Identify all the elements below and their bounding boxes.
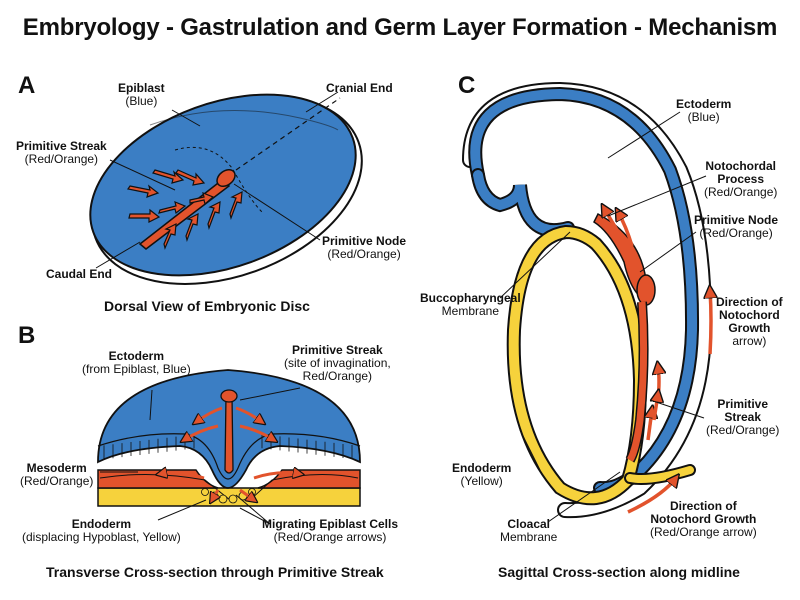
label-ectoderm-b: Ectoderm(from Epiblast, Blue) <box>82 349 191 376</box>
migration-arrows-b <box>160 406 300 500</box>
label-primitive-node-c: Primitive Node(Red/Orange) <box>694 213 779 240</box>
panel-a-letter: A <box>18 72 36 99</box>
label-primitive-streak-a: Primitive Streak(Red/Orange) <box>16 139 107 166</box>
panel-b-letter: B <box>18 322 36 349</box>
primitive-node-c <box>636 274 656 306</box>
primitive-node-a <box>216 168 236 188</box>
sagittal-section <box>462 81 711 523</box>
primitive-streak-b <box>224 394 234 474</box>
label-endoderm-c: Endoderm(Yellow) <box>452 461 512 488</box>
label-migrating-cells: Migrating Epiblast Cells(Red/Orange arro… <box>262 517 399 544</box>
migration-arrows-a <box>127 169 243 250</box>
embryonic-disc-dorsal <box>89 91 363 285</box>
label-ectoderm-c: Ectoderm(Blue) <box>676 97 732 124</box>
label-primitive-streak-b: Primitive Streak(site of invagination,Re… <box>284 343 391 383</box>
midline-dashed <box>235 97 341 171</box>
endoderm-loop <box>508 226 646 504</box>
ectoderm-band <box>470 88 698 494</box>
endoderm-layer-b <box>97 487 361 507</box>
label-epiblast: Epiblast(Blue) <box>118 81 165 108</box>
page-title: Embryology - Gastrulation and Germ Layer… <box>22 14 778 41</box>
panel-c-letter: C <box>458 72 476 99</box>
label-cranial-end: Cranial End <box>326 81 393 95</box>
caption-panel-c: Sagittal Cross-section along midline <box>498 564 740 580</box>
label-mesoderm-b: Mesoderm(Red/Orange) <box>20 461 94 488</box>
primitive-streak-c <box>626 301 648 462</box>
caption-panel-a: Dorsal View of Embryonic Disc <box>104 298 310 314</box>
caption-panel-b: Transverse Cross-section through Primiti… <box>46 564 384 580</box>
transverse-section <box>97 369 361 525</box>
label-primitive-node-a: Primitive Node(Red/Orange) <box>322 234 407 261</box>
label-caudal-end: Caudal End <box>46 267 113 281</box>
label-endoderm-b: Endoderm(displacing Hypoblast, Yellow) <box>22 517 181 544</box>
growth-arrows-c <box>604 208 711 514</box>
